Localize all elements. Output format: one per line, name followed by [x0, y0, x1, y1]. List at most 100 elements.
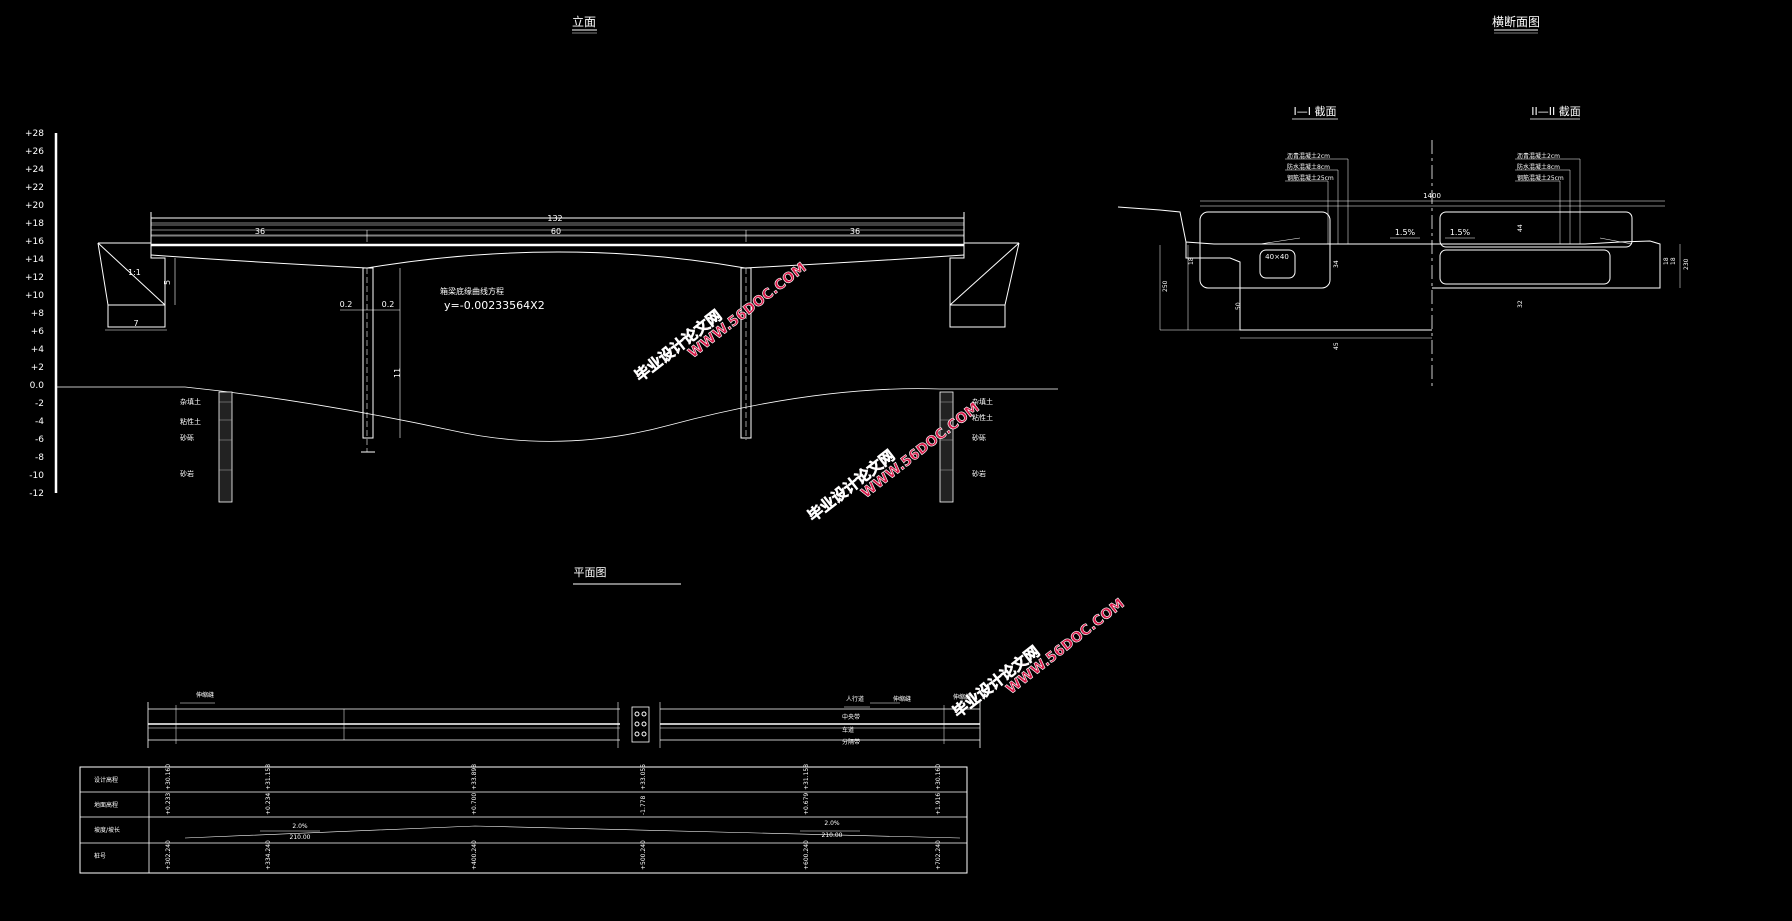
note-right-1: 沥青混凝土2cm	[1517, 152, 1560, 160]
pier-offset-left: 0.2	[340, 300, 353, 309]
scale-tick-label: -10	[29, 471, 44, 481]
ground-elev-value: +1.916	[935, 793, 942, 815]
design-elev-value: +33.055	[640, 764, 647, 790]
dim-250: 250	[1162, 280, 1169, 292]
soil-right-layer-2: 粘性土	[972, 413, 993, 422]
grade-left: 2.0%	[292, 823, 308, 830]
row-label-station: 桩号	[94, 852, 106, 860]
watermark-2-url: WWW.56DOC.COM	[858, 400, 982, 502]
dim-44: 44	[1517, 224, 1524, 232]
dim-fillet: 40×40	[1265, 253, 1289, 261]
bridge-deck	[150, 212, 965, 269]
scale-tick-label: +12	[25, 273, 44, 283]
dim-34: 34	[1333, 260, 1340, 268]
row-label-ground-elev: 地面高程	[94, 801, 118, 809]
plan-label-lane: 车道	[842, 726, 854, 734]
scale-tick-label: -8	[35, 453, 44, 463]
pier-left	[340, 267, 401, 453]
scale-tick-label: +10	[25, 291, 44, 301]
dim-18-edge: 18	[1670, 257, 1677, 265]
watermark-3: 毕业设计论文网 WWW.56DOC.COM	[949, 595, 1128, 721]
scale-tick-label: -2	[35, 399, 44, 409]
pier-height-label: 11	[393, 368, 402, 378]
soil-right-layer-4: 砂岩	[972, 469, 986, 478]
scale-tick-label: +14	[25, 255, 44, 265]
profile-table-values: +30.160+31.158+33.898+33.055+31.158+30.1…	[165, 764, 942, 870]
dim-18-left: 18	[1188, 257, 1195, 265]
ground-elev-value: +0.234	[265, 793, 272, 815]
station-value: +702.240	[935, 840, 942, 870]
plan-label-sidewalk: 人行道	[846, 695, 864, 703]
station-value: +600.240	[803, 840, 810, 870]
grade-right: 2.0%	[824, 820, 840, 827]
span-left-label: 36	[255, 227, 265, 236]
scale-tick-label: +28	[25, 129, 44, 139]
soil-right-layer-3: 砂砾	[972, 433, 986, 442]
scale-tick-label: +16	[25, 237, 44, 247]
abutment-height-label: 5	[163, 280, 172, 285]
cross-section-title: 横断面图	[1492, 14, 1540, 29]
plan-label-joint: 伸缩缝	[893, 695, 911, 703]
scale-tick-label: -12	[29, 489, 44, 499]
scale-tick-label: +18	[25, 219, 44, 229]
cross-section-view: 横断面图 I—I 截面 II—II 截面	[1117, 14, 1690, 388]
design-elev-value: +31.158	[265, 764, 272, 790]
scale-tick-label: 0.0	[30, 381, 45, 391]
plan-label-divider: 分隔带	[842, 738, 860, 746]
design-elev-value: +30.160	[165, 764, 172, 790]
plan-label-median: 中央带	[842, 713, 860, 721]
box-girder-section	[1117, 205, 1665, 339]
scale-tick-label: +22	[25, 183, 44, 193]
soil-column-right	[939, 391, 954, 503]
curve-title: 箱梁底缘曲线方程	[440, 286, 504, 296]
scale-tick-label: +24	[25, 165, 44, 175]
watermark-1: 毕业设计论文网 WWW.56DOC.COM	[631, 259, 810, 385]
scale-tick-label: +26	[25, 147, 44, 157]
note-left-3: 钢筋混凝土25cm	[1287, 174, 1334, 182]
note-right-3: 钢筋混凝土25cm	[1517, 174, 1564, 182]
curve-equation: y=-0.00233564X2	[444, 299, 545, 312]
ground-line	[56, 386, 1058, 442]
watermark-1-url: WWW.56DOC.COM	[685, 260, 809, 362]
dim-32: 32	[1517, 300, 1524, 308]
soil-left-layer-4: 砂岩	[180, 469, 194, 478]
slope-right-label: 1.5%	[1450, 228, 1471, 237]
scale-tick-label: +20	[25, 201, 44, 211]
row-label-grade: 坡度/坡长	[94, 826, 120, 834]
abutment-slope-label: 1:1	[128, 268, 141, 277]
row-label-design-elev: 设计高程	[94, 776, 118, 784]
dim-230: 230	[1683, 258, 1690, 270]
span-right-label: 36	[850, 227, 860, 236]
dim-45: 45	[1333, 342, 1340, 350]
plan-view: 平面图 伸缩缝 人行道 伸缩缝	[147, 566, 981, 748]
watermark-2: 毕业设计论文网 WWW.56DOC.COM	[804, 399, 983, 525]
elevation-title: 立面	[572, 14, 596, 29]
station-value: +302.240	[165, 840, 172, 870]
station-value: +400.240	[471, 840, 478, 870]
ground-elev-value: +0.233	[165, 793, 172, 815]
section-width-label: 1400	[1423, 192, 1441, 200]
scale-tick-label: +2	[31, 363, 44, 373]
scale-tick-label: -6	[35, 435, 44, 445]
abutment-right	[949, 242, 1020, 328]
grade-line	[184, 825, 961, 839]
section-2-label: II—II 截面	[1531, 104, 1580, 118]
watermark-3-url: WWW.56DOC.COM	[1003, 596, 1127, 698]
profile-table	[79, 766, 968, 874]
ground-elev-value: -1.778	[640, 795, 647, 815]
soil-left-layer-1: 杂填土	[180, 397, 201, 406]
plan-label-right-joint: 伸缩缝	[953, 693, 971, 701]
design-elev-value: +30.160	[935, 764, 942, 790]
soil-column-left	[218, 391, 233, 503]
soil-left-layer-3: 砂砾	[180, 433, 194, 442]
note-left-1: 沥青混凝土2cm	[1287, 152, 1330, 160]
station-value: +334.240	[265, 840, 272, 870]
abutment-left	[97, 242, 176, 331]
station-value: +500.240	[640, 840, 647, 870]
section-1-label: I—I 截面	[1294, 104, 1337, 118]
scale-tick-label: +8	[31, 309, 45, 319]
scale-tick-labels: +28+26+24+22+20+18+16+14+12+10+8+6+4+20.…	[25, 129, 44, 499]
scale-tick-label: +6	[31, 327, 45, 337]
scale-tick-label: -4	[35, 417, 44, 427]
